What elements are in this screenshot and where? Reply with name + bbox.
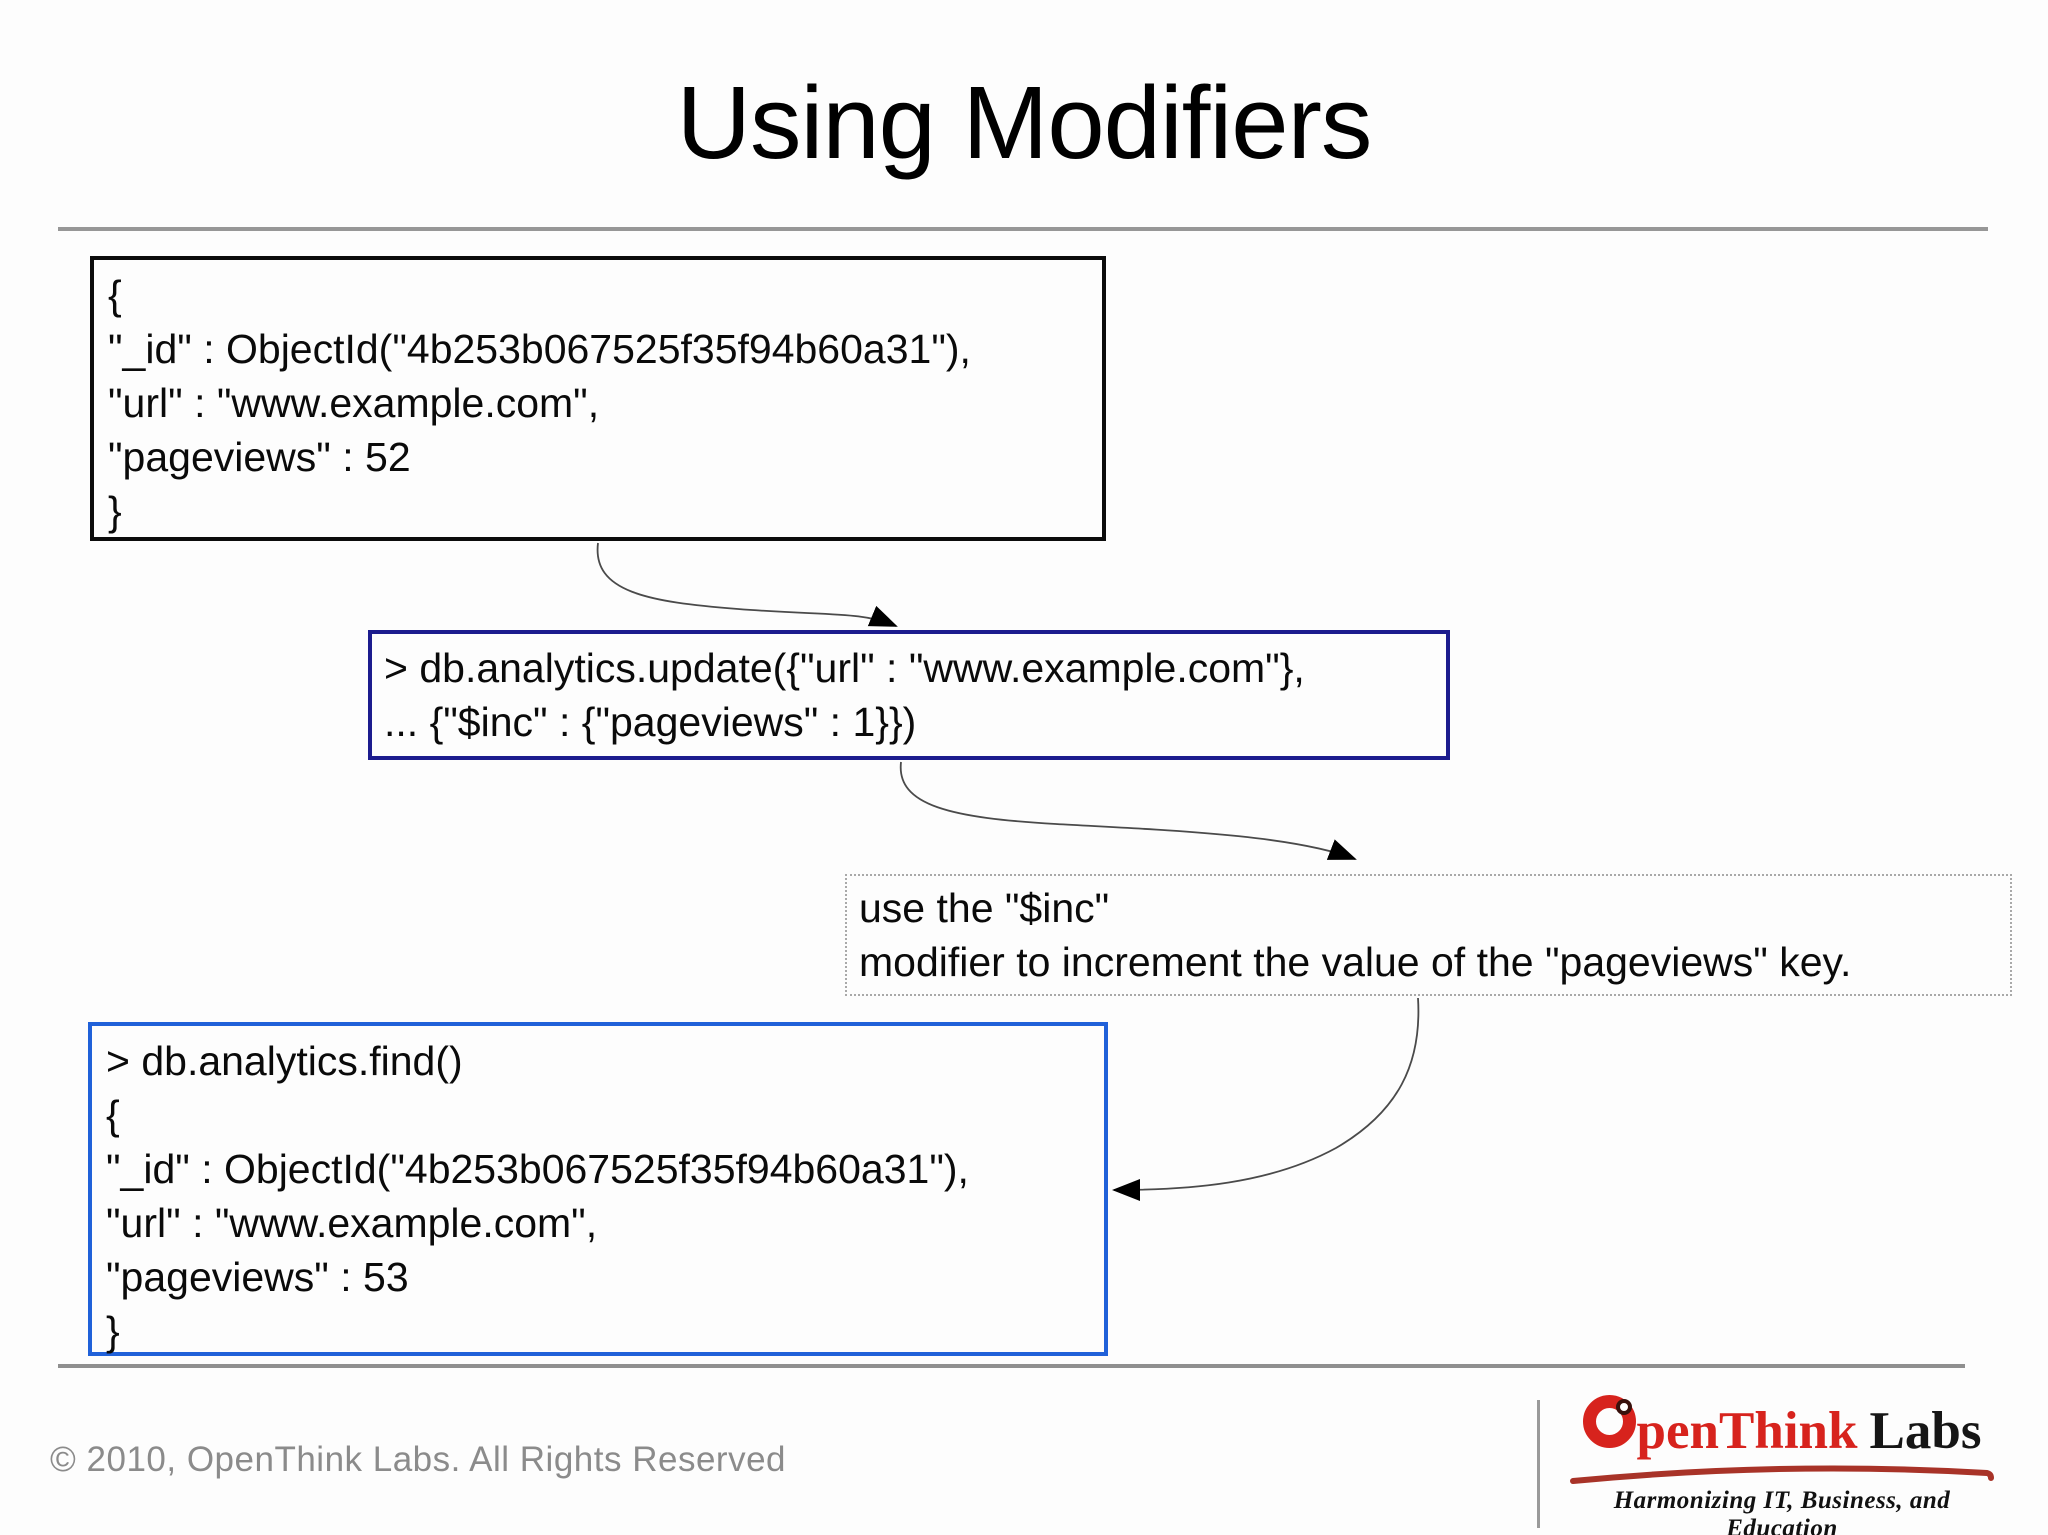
code-line: ... {"$inc" : {"pageviews" : 1}}): [384, 699, 917, 745]
arrow-update-to-note-icon: [899, 761, 1357, 860]
document-before-box: { "_id" : ObjectId("4b253b067525f35f94b60…: [90, 256, 1106, 541]
logo-wordmark: penThink Labs: [1560, 1395, 2004, 1458]
code-line: "pageviews" : 52: [108, 434, 411, 480]
logo-brand-black-text: Labs: [1869, 1402, 1982, 1460]
logo-divider-line: [1537, 1400, 1540, 1528]
code-line: "_id" : ObjectId("4b253b067525f35f94b60a…: [108, 326, 971, 372]
code-line: {: [108, 272, 122, 318]
logo-o-dot-icon: [1615, 1399, 1632, 1415]
code-line: "_id" : ObjectId("4b253b067525f35f94b60a…: [106, 1146, 969, 1192]
footer-divider-line: [58, 1364, 1965, 1368]
inc-modifier-note-box: use the "$inc" modifier to increment the …: [845, 874, 2012, 996]
code-line: > db.analytics.find(): [106, 1038, 463, 1084]
code-line: > db.analytics.update({"url" : "www.exam…: [384, 645, 1305, 691]
code-line: "url" : "www.example.com",: [108, 380, 600, 426]
arrow-note-to-find-icon: [1112, 997, 1420, 1201]
update-command-box: > db.analytics.update({"url" : "www.exam…: [368, 630, 1450, 760]
openthink-labs-logo: penThink Labs Harmonizing IT, Business, …: [1560, 1395, 2004, 1535]
code-line: {: [106, 1092, 120, 1138]
logo-brand-red-text: penThink: [1636, 1402, 1858, 1460]
logo-tagline: Harmonizing IT, Business, and Education: [1613, 1487, 1951, 1535]
page-title: Using Modifiers: [676, 65, 1373, 180]
find-result-box: > db.analytics.find() { "_id" : ObjectId("…: [88, 1022, 1108, 1356]
code-line: }: [106, 1308, 120, 1354]
code-line: modifier to increment the value of the "…: [859, 939, 1852, 985]
copyright-text: © 2010, OpenThink Labs. All Rights Reser…: [50, 1440, 787, 1479]
logo-swoosh-icon: [1570, 1465, 1994, 1484]
logo-o-ring-icon: [1582, 1395, 1636, 1448]
code-line: "pageviews" : 53: [106, 1254, 409, 1300]
title-divider-line: [58, 227, 1988, 231]
arrow-doc-to-update-icon: [596, 542, 898, 627]
code-line: use the "$inc": [859, 885, 1110, 931]
code-line: "url" : "www.example.com",: [106, 1200, 598, 1246]
code-line: }: [108, 488, 122, 534]
